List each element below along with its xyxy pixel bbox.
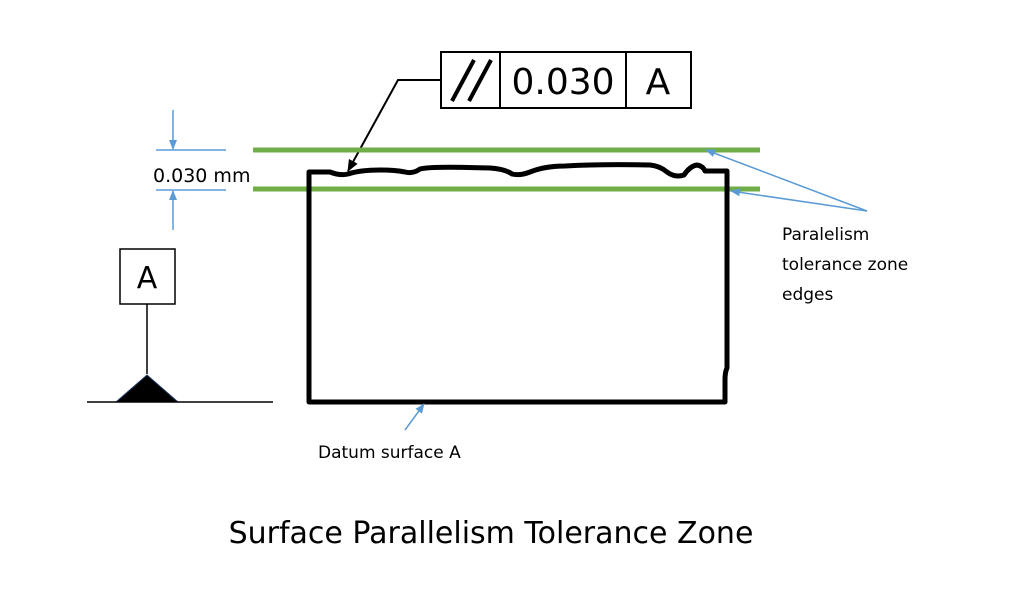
datum-feature-symbol: A — [87, 248, 273, 403]
datum-triangle-icon — [114, 374, 180, 403]
zone-edges-label-line-2: tolerance zone — [782, 255, 908, 275]
parallelism-icon — [450, 59, 493, 102]
datum-letter: A — [137, 261, 158, 296]
fcf-datum-reference: A — [646, 62, 671, 103]
datum-letter-box — [119, 248, 176, 305]
dimension-label: 0.030 mm — [153, 165, 250, 187]
fcf-tolerance-value: 0.030 — [511, 62, 614, 103]
part-body — [306, 162, 730, 405]
zone-edges-callout: Paralelism tolerance zone edges — [705, 149, 908, 305]
zone-edges-label-line-3: edges — [782, 285, 834, 305]
datum-surface-arrow — [404, 403, 425, 431]
fcf-border — [440, 51, 692, 109]
datum-surface-label: Datum surface A — [318, 443, 461, 463]
zone-width-dimension: 0.030 mm — [153, 110, 250, 230]
zone-edges-label-line-1: Paralelism — [782, 225, 869, 245]
zone-edge-arrow-upper — [705, 149, 868, 212]
fcf-leader-arrow — [347, 79, 441, 172]
part-outline — [306, 162, 730, 405]
diagram-title: Surface Parallelism Tolerance Zone — [229, 516, 754, 551]
datum-surface-callout: Datum surface A — [318, 403, 461, 463]
feature-control-frame: 0.030 A — [440, 51, 692, 109]
zone-edge-arrow-lower — [730, 188, 868, 212]
